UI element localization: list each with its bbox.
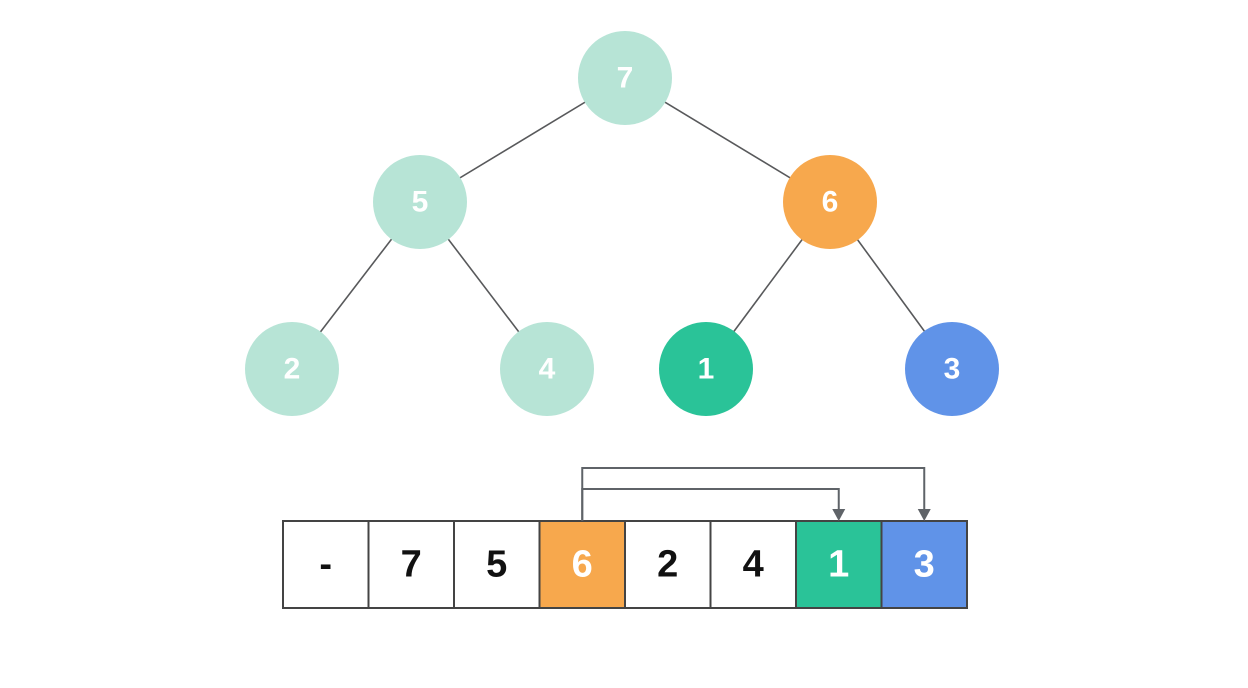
array-cell-label-2: 5 — [486, 544, 507, 586]
tree-node-circle-left-right — [500, 322, 594, 416]
array-cell-7 — [880, 520, 968, 609]
array-cell-2 — [453, 520, 541, 609]
tree-node-label-left-left: 2 — [284, 353, 301, 386]
array-cell-label-5: 4 — [743, 544, 764, 586]
swap-arrow-1 — [581, 488, 840, 521]
array-cell-label-4: 2 — [657, 544, 678, 586]
tree-node-circle-right-right — [905, 322, 999, 416]
tree-node-circle-root — [578, 31, 672, 125]
array-cell-label-3: 6 — [572, 544, 593, 586]
array-cell-label-6: 1 — [828, 544, 849, 586]
array-cell-1 — [367, 520, 455, 609]
tree-node-label-right-right: 3 — [944, 353, 961, 386]
tree-node-label-left-right: 4 — [539, 353, 556, 386]
array-cell-3 — [538, 520, 626, 609]
array-cell-label-7: 3 — [914, 544, 935, 586]
tree-node-circle-right-left — [659, 322, 753, 416]
tree-node-label-right-left: 1 — [698, 353, 715, 386]
array-cell-0 — [282, 520, 370, 609]
tree-node-label-left: 5 — [412, 186, 429, 219]
tree-node-circle-right — [783, 155, 877, 249]
swap-arrow-head-0 — [917, 509, 931, 521]
array-cell-4 — [624, 520, 712, 609]
swap-arrow-head-1 — [832, 509, 846, 521]
array-cell-label-0: - — [319, 544, 332, 586]
tree-node-label-root: 7 — [617, 62, 634, 95]
tree-node-label-right: 6 — [822, 186, 839, 219]
tree-node-circle-left — [373, 155, 467, 249]
tree-node-circle-left-left — [245, 322, 339, 416]
array-cell-label-1: 7 — [401, 544, 422, 586]
